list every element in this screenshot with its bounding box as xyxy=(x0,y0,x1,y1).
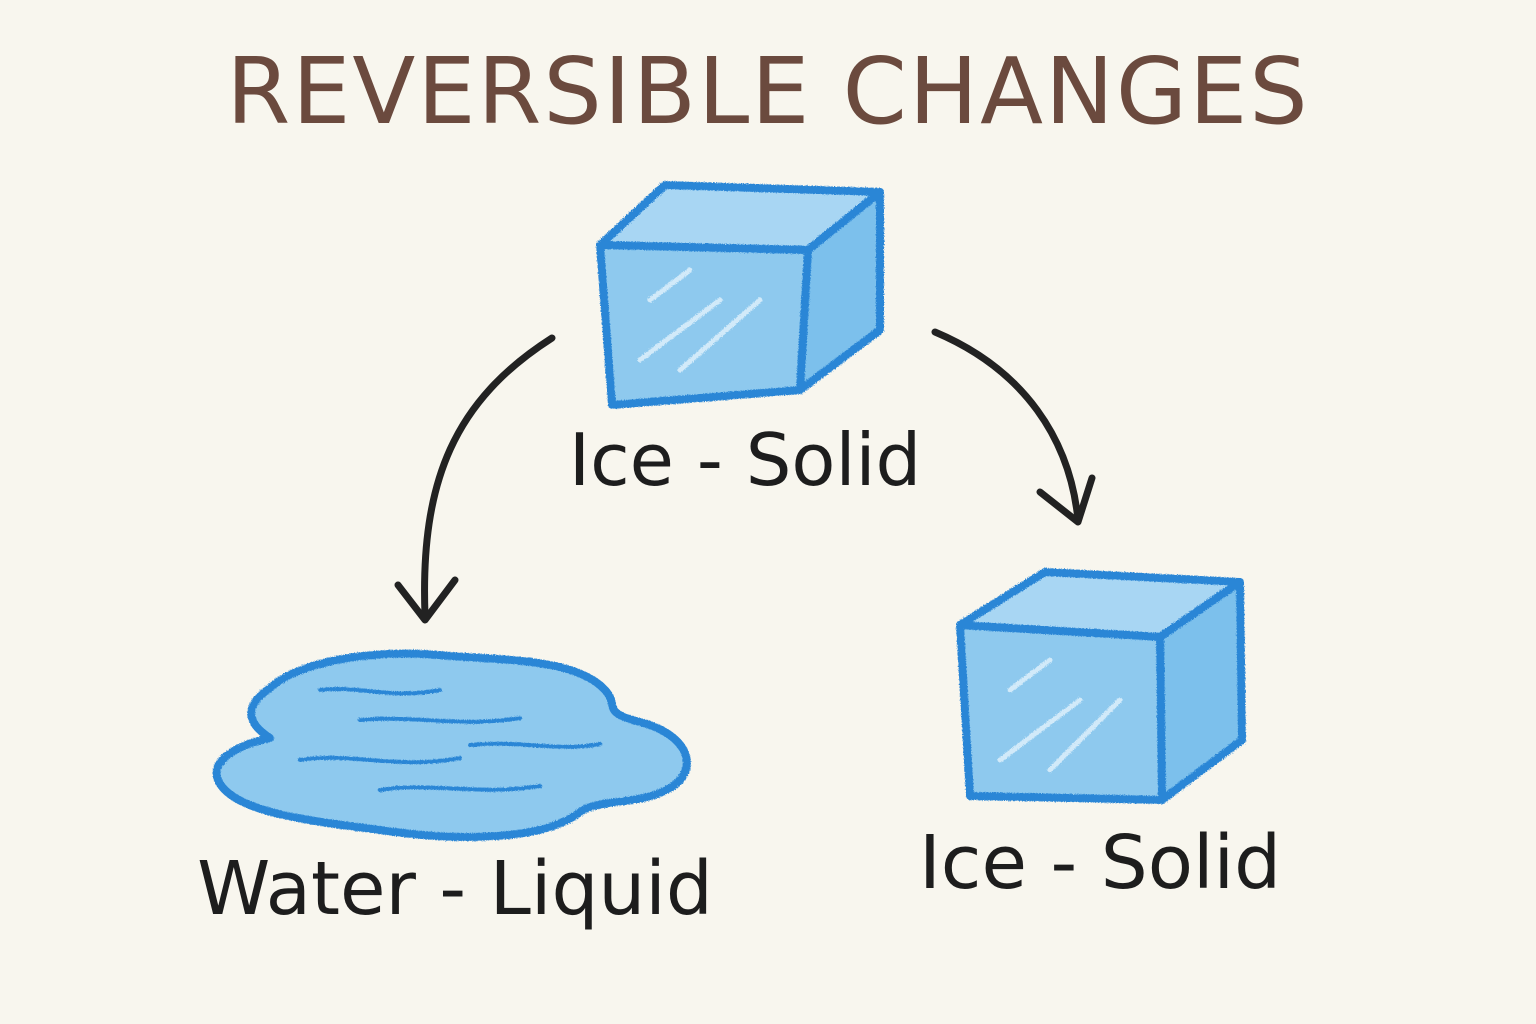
arrow-to-water xyxy=(394,334,556,624)
ice-cube-icon xyxy=(956,568,1246,804)
water-puddle-icon xyxy=(212,649,691,841)
arrow-to-ice xyxy=(931,328,1096,526)
label-right-ice: Ice - Solid xyxy=(918,820,1282,906)
diagram-title: REVERSIBLE CHANGES xyxy=(226,38,1310,145)
ice-cube-icon xyxy=(596,181,884,409)
label-water: Water - Liquid xyxy=(197,846,713,932)
label-top-ice: Ice - Solid xyxy=(568,418,922,502)
